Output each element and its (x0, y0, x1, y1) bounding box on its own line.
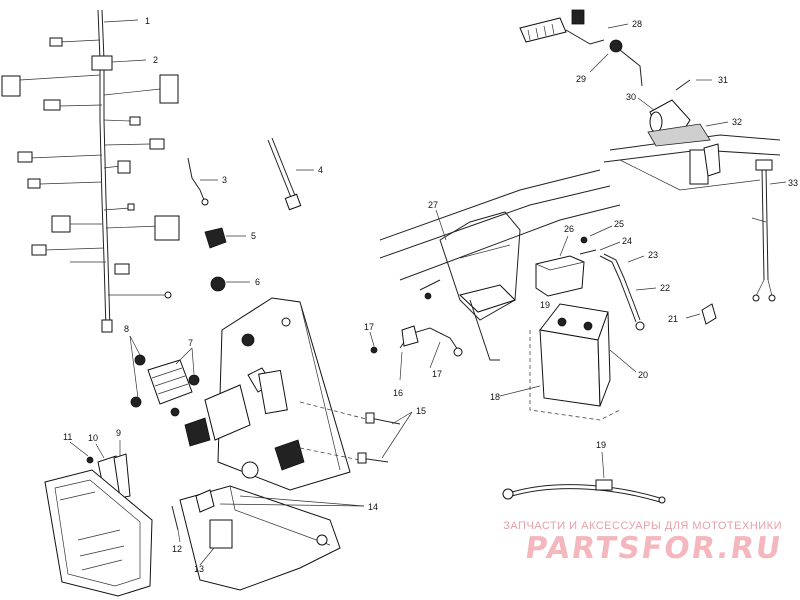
callout-2: 2 (153, 55, 158, 65)
callout-14: 14 (368, 502, 378, 512)
harness-clip (91, 55, 113, 71)
callout-15: 15 (416, 406, 426, 416)
frame-rail (171, 485, 341, 591)
callout-25: 24 (622, 236, 632, 246)
callout-13: 13 (194, 564, 204, 574)
bolt (579, 249, 597, 255)
callout-23: 22 (660, 283, 670, 293)
callout-4: 4 (318, 165, 323, 175)
ground-cable (599, 253, 645, 331)
callout-8: 8 (124, 324, 129, 334)
callout-12: 12 (172, 544, 182, 554)
callout-7: 7 (188, 338, 193, 348)
horn-assembly (647, 79, 711, 147)
positive-cable (502, 479, 666, 504)
callout-17: 17 (432, 369, 442, 379)
mounting-plate (184, 297, 351, 491)
callout-8b: 17 (364, 322, 374, 332)
vehicle-frame (379, 134, 781, 361)
callout-32: 31 (718, 75, 728, 85)
wire-lead (187, 157, 205, 201)
callout-33: 32 (732, 117, 742, 127)
handlebar-switch (519, 9, 643, 87)
callout-22: 21 (668, 314, 678, 324)
callout-30: 29 (576, 74, 586, 84)
cable-clip (701, 303, 717, 325)
callout-20: 19 (596, 440, 606, 450)
long-bolt (267, 137, 302, 211)
watermark: ЗАПЧАСТИ И АКСЕССУАРЫ ДЛЯ МОТОТЕХНИКИ PA… (482, 520, 785, 566)
callout-3: 3 (222, 175, 227, 185)
callout-21: 20 (638, 370, 648, 380)
callout-28: 27 (428, 200, 438, 210)
callout-9: 9 (116, 428, 121, 438)
watermark-logo: PARTSFOR.RU (522, 531, 785, 566)
lead-wire (751, 159, 776, 302)
callout-16: 16 (393, 388, 403, 398)
wiring-harness (1, 9, 180, 333)
battery-cable (370, 325, 463, 357)
callout-26: 25 (614, 219, 624, 229)
callout-11: 11 (63, 432, 72, 442)
callout-24: 23 (648, 250, 658, 260)
callout-34: 33 (788, 178, 798, 188)
watermark-caption: ЗАПЧАСТИ И АКСЕССУАРЫ ДЛЯ МОТОТЕХНИКИ (503, 520, 782, 532)
callout-31: 30 (626, 92, 636, 102)
callout-19: 19 (540, 300, 550, 310)
nut (580, 236, 588, 244)
voltage-regulator (130, 354, 200, 417)
battery-pad (535, 255, 585, 297)
callout-1: 1 (145, 16, 150, 26)
callout-6: 6 (255, 277, 260, 287)
callout-5: 5 (251, 231, 256, 241)
mounting-bolts (299, 401, 401, 464)
callout-18: 18 (490, 392, 500, 402)
shield-panel (44, 469, 153, 597)
connector-component (210, 276, 226, 292)
switch-component (204, 227, 227, 249)
callout-29: 28 (632, 19, 642, 29)
callout-10: 10 (88, 433, 98, 443)
callout-27: 26 (564, 224, 574, 234)
battery (529, 303, 621, 421)
